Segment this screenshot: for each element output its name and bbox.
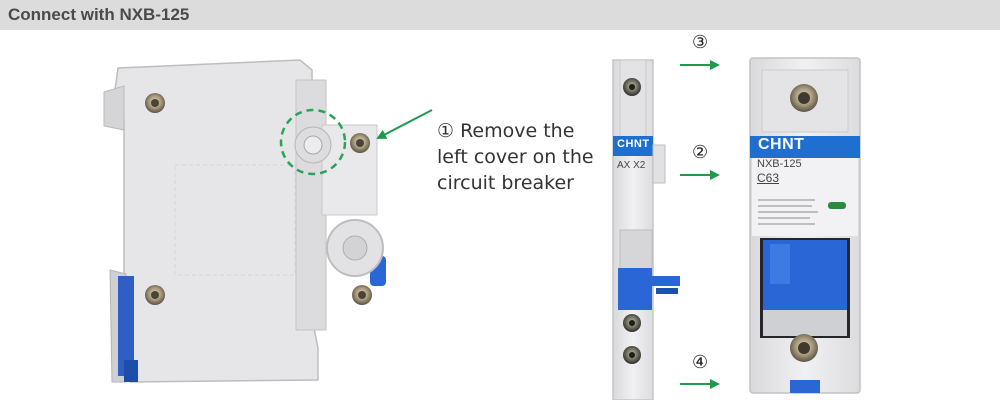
aux-model-label: AX X2 — [617, 160, 646, 171]
step-1-line-1: ① Remove the — [437, 120, 575, 142]
breaker-brand-band — [750, 136, 860, 158]
section-header: Connect with NXB-125 — [0, 0, 1000, 30]
breaker-brand-logo: CHNT — [758, 136, 805, 153]
breaker-rating-label: C63 — [757, 171, 780, 185]
breaker-model-label: NXB-125 — [757, 158, 802, 170]
side-blue-clip — [118, 276, 134, 376]
aux-blue-handle — [618, 268, 652, 310]
installation-illustration — [103, 57, 861, 400]
arrow-step-1 — [376, 109, 433, 139]
step-4-number: ④ — [692, 352, 709, 373]
step-1-line-2: left cover on the — [437, 146, 594, 168]
aux-brand-band — [613, 136, 653, 156]
installation-figure: ① Remove the left cover on the circuit b… — [0, 30, 1000, 400]
breaker-side-view — [103, 59, 386, 383]
step-2-number: ② — [692, 142, 709, 163]
step-1-line-3: circuit breaker — [437, 172, 574, 194]
highlight-circle — [279, 108, 347, 176]
section-title: Connect with NXB-125 — [8, 5, 190, 24]
breaker-front-view — [749, 57, 861, 394]
auxiliary-contact-module — [612, 59, 680, 400]
status-indicator — [828, 202, 846, 209]
step-1-instruction: ① Remove the left cover on the circuit b… — [437, 118, 617, 196]
aux-brand-logo: CHNT — [617, 138, 650, 150]
step-3-number: ③ — [692, 32, 709, 53]
